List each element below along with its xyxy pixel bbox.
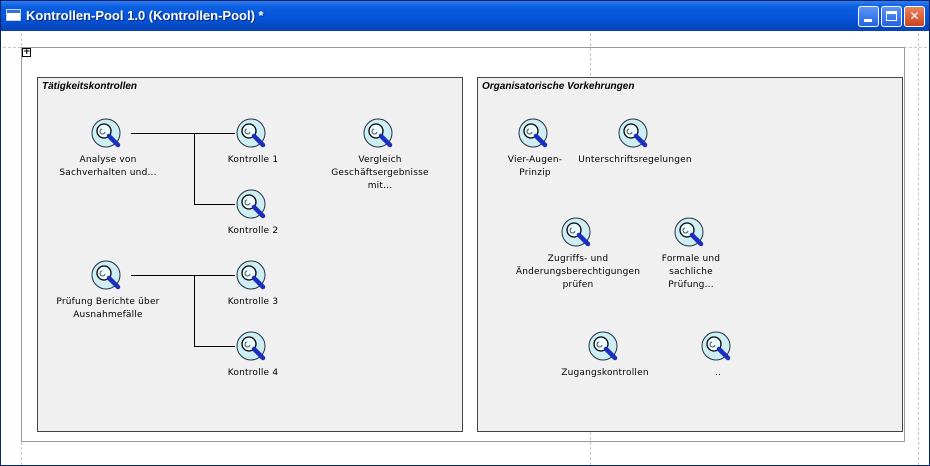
node-kontrolle-1[interactable]: Kontrolle 1 [193,118,313,167]
magnifier-icon [91,118,121,148]
node-analyse[interactable]: Analyse von Sachverhalten und... [48,118,168,180]
magnifier-icon [618,118,648,148]
connector [131,133,235,134]
node-label: .. [714,368,722,378]
group-title: Organisatorische Vorkehrungen [482,81,635,92]
node-label: Kontrolle 4 [227,368,279,378]
node-label: Zugangskontrollen [561,368,649,378]
node-label: Unterschriftsregelungen [578,155,692,165]
magnifier-icon [236,260,266,290]
node-label: Kontrolle 2 [227,226,279,236]
magnifier-icon [363,118,393,148]
magnifier-icon [236,189,266,219]
node-kontrolle-2[interactable]: Kontrolle 2 [193,189,313,238]
group-organisatorische-vorkehrungen[interactable]: Organisatorische Vorkehrungen Vier-Augen… [477,77,903,432]
node-dots[interactable]: .. [658,331,778,380]
connector [194,346,235,347]
node-pruefung[interactable]: Prüfung Berichte über Ausnahmefälle [48,260,168,322]
node-zugriff[interactable]: Zugriffs- und Änderungsberechtigungen pr… [516,217,640,292]
node-label: Formale und sachliche Prüfung... [661,254,721,290]
group-taetigkeitskontrollen[interactable]: Tätigkeitskontrollen Analyse von Sachver… [37,77,463,432]
pool-frame [21,47,905,442]
node-label: Zugriffs- und Änderungsberechtigungen pr… [515,254,641,290]
magnifier-icon [701,331,731,361]
connector [131,275,235,276]
minimize-button[interactable] [858,6,879,27]
connector [194,204,235,205]
magnifier-icon [518,118,548,148]
node-label: Vergleich Geschäftsergebnisse mit... [331,155,429,191]
magnifier-icon [236,118,266,148]
node-label: Kontrolle 3 [227,297,279,307]
magnifier-icon [674,217,704,247]
node-vergleich[interactable]: Vergleich Geschäftsergebnisse mit... [320,118,440,193]
minimize-icon [864,19,872,22]
title-bar[interactable]: Kontrollen-Pool 1.0 (Kontrollen-Pool) * … [1,1,929,31]
maximize-icon [886,11,897,21]
node-label: Prüfung Berichte über Ausnahmefälle [56,297,160,320]
group-title: Tätigkeitskontrollen [42,81,138,92]
connector [194,275,195,347]
node-vier-augen[interactable]: Vier-Augen-Prinzip [475,118,595,180]
node-unterschrift[interactable]: Unterschriftsregelungen [575,118,695,167]
node-label: Vier-Augen-Prinzip [507,155,563,178]
maximize-button[interactable] [881,6,902,27]
page-guide [918,33,919,465]
magnifier-icon [561,217,591,247]
magnifier-icon [236,331,266,361]
node-label: Analyse von Sachverhalten und... [59,155,157,178]
node-label: Kontrolle 1 [227,155,279,165]
node-formale[interactable]: Formale und sachliche Prüfung... [631,217,751,292]
window-title: Kontrollen-Pool 1.0 (Kontrollen-Pool) * [26,8,264,23]
expand-toggle[interactable]: + [22,47,31,57]
magnifier-icon [588,331,618,361]
node-kontrolle-3[interactable]: Kontrolle 3 [193,260,313,309]
magnifier-icon [91,260,121,290]
window-icon[interactable] [6,9,21,21]
node-kontrolle-4[interactable]: Kontrolle 4 [193,331,313,380]
diagram-canvas[interactable]: + Tätigkeitskontrollen Analyse von Sachv… [3,33,927,465]
node-zugang[interactable]: Zugangskontrollen [545,331,665,380]
close-button[interactable]: ✕ [904,6,925,27]
connector [194,133,195,205]
